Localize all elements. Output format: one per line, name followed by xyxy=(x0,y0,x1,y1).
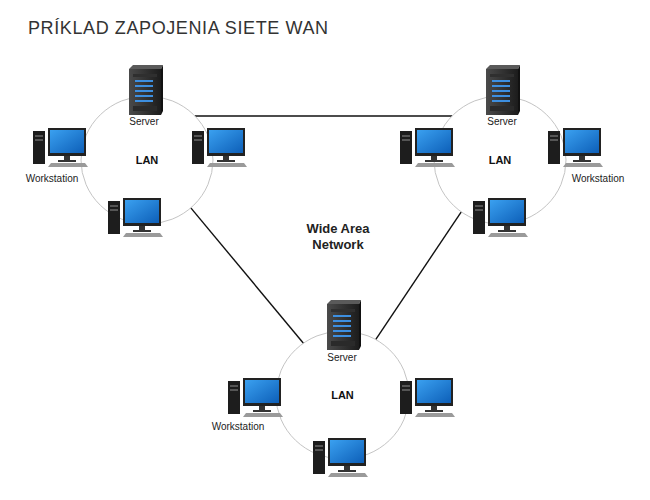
server-label: Server xyxy=(327,352,356,365)
network-label: Wide Area Network xyxy=(293,221,383,254)
wan-link xyxy=(195,115,452,116)
lan-label: LAN xyxy=(489,154,512,166)
lan-circle: LAN xyxy=(275,330,410,460)
workstation-label: Workstation xyxy=(26,173,79,186)
wan-link xyxy=(191,208,304,343)
wan-link xyxy=(376,212,462,340)
workstation-label: Workstation xyxy=(212,421,265,434)
server-label: Server xyxy=(487,116,516,129)
workstation-label: Workstation xyxy=(572,173,625,186)
lan-circle: LAN xyxy=(80,95,214,225)
lan-label: LAN xyxy=(331,389,354,401)
lan-label: LAN xyxy=(136,154,159,166)
server-label: Server xyxy=(129,116,158,129)
page-title: PRÍKLAD ZAPOJENIA SIETE WAN xyxy=(28,18,329,39)
lan-circle: LAN xyxy=(433,95,567,225)
